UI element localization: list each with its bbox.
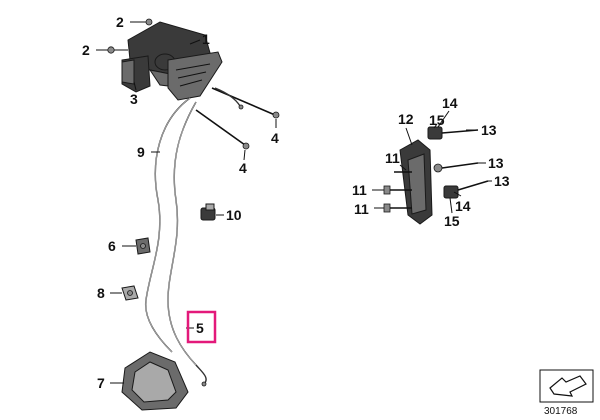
callout-7: 7 (97, 375, 105, 391)
reference-number: 301768 (544, 406, 578, 417)
callout-13-upper: 13 (481, 122, 497, 138)
callout-3: 3 (130, 91, 138, 107)
bolt-4-lower (195, 109, 250, 150)
callout-5: 5 (196, 320, 204, 336)
clip-6 (135, 237, 151, 255)
callout-12: 12 (398, 111, 414, 127)
callout-11-middle: 11 (352, 182, 367, 198)
cable-end-upper (214, 87, 244, 110)
clip-8 (121, 285, 139, 301)
cover-7 (121, 351, 189, 411)
callout-11-upper: 11 (385, 150, 400, 166)
screw-2-left (107, 46, 128, 54)
callout-14-upper: 14 (442, 95, 458, 111)
callout-4-lower: 4 (239, 160, 247, 176)
callout-2-top: 2 (116, 14, 124, 30)
screw-2-top (145, 18, 153, 26)
spacer-15-upper (427, 126, 443, 140)
arrow-icon (549, 375, 587, 397)
bolt-4-upper (211, 87, 280, 119)
callout-4-upper: 4 (271, 130, 279, 146)
cable-5 (167, 101, 207, 387)
highlight-box-part-5 (186, 310, 217, 344)
holder-10 (200, 203, 216, 221)
callout-13-lower: 13 (494, 173, 510, 189)
callout-1: 1 (202, 31, 210, 47)
reference-box: 301768 (539, 369, 594, 417)
leader-lines (96, 21, 492, 384)
callout-10: 10 (226, 207, 242, 223)
callout-9: 9 (137, 144, 145, 160)
mounting-bracket (167, 51, 223, 101)
bolt-13-lower (457, 180, 489, 191)
callout-14-lower: 14 (455, 198, 471, 214)
callout-11-lower: 11 (354, 201, 369, 217)
spacer-15-lower (443, 185, 459, 199)
clamp-block (121, 55, 151, 93)
callout-6: 6 (108, 238, 116, 254)
callout-2-left: 2 (82, 42, 90, 58)
bolt-13-middle (433, 162, 479, 173)
callout-15-lower: 15 (444, 213, 460, 229)
lever-bracket-12 (399, 139, 433, 225)
callout-15-upper: 15 (429, 112, 445, 128)
cable-9 (145, 97, 191, 353)
callout-8: 8 (97, 285, 105, 301)
callout-13-middle: 13 (488, 155, 504, 171)
